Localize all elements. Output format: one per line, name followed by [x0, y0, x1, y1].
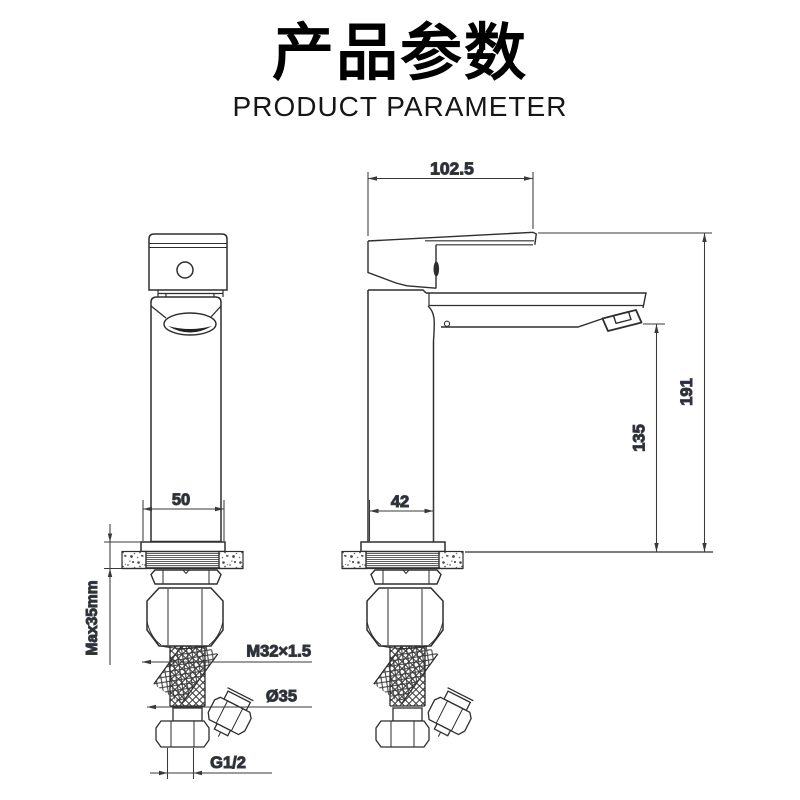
- base-flange: [140, 541, 226, 553]
- dim-spout-reach: 102.5: [367, 158, 534, 236]
- vertical-hose: [155, 644, 210, 748]
- dim-spout-height: 135: [630, 323, 665, 552]
- aerator: [601, 309, 643, 332]
- side-view-drawing: [367, 231, 713, 553]
- dim-spout-height-text: 135: [631, 424, 649, 452]
- dim-hose-thread-text: G1/2: [210, 754, 246, 772]
- dim-overall-height-text: 191: [678, 378, 696, 406]
- under-counter-assembly-side: [341, 541, 480, 748]
- dim-overall-height: 191: [538, 232, 712, 552]
- dim-mounting-thread-text: M32×1.5: [246, 643, 311, 661]
- dim-body-width-side: 42: [368, 492, 435, 541]
- dim-body-width-front-text: 50: [172, 491, 190, 509]
- dim-max-deck-thickness-text: Max35mm: [84, 581, 101, 656]
- countertop: [121, 550, 244, 570]
- page-header: 产品参数 PRODUCT PARAMETER: [0, 0, 800, 123]
- dim-nut-diameter-text: Ø35: [266, 688, 297, 706]
- dim-body-width-side-text: 42: [391, 493, 409, 511]
- dim-body-width-front: 50: [142, 490, 225, 541]
- dim-nut-diameter: Ø35: [147, 687, 312, 710]
- handle-lever: [367, 231, 538, 289]
- dim-hose-thread: G1/2: [150, 748, 272, 779]
- dimension-annotations: 50 42 102.5 191: [83, 158, 712, 779]
- under-counter-assembly: [121, 541, 254, 748]
- dim-mounting-thread: M32×1.5: [142, 642, 312, 665]
- front-view-drawing: [148, 233, 228, 543]
- dim-spout-reach-text: 102.5: [430, 159, 474, 179]
- handle-button: [176, 261, 194, 279]
- mounting-nut: [146, 587, 224, 649]
- page-subtitle: PRODUCT PARAMETER: [232, 91, 568, 123]
- spout-outlet: [168, 326, 212, 333]
- set-screw: [443, 320, 451, 327]
- page-title: 产品参数: [271, 16, 528, 89]
- dim-max-deck-thickness: Max35mm: [83, 524, 141, 665]
- lock-washer: [150, 569, 222, 585]
